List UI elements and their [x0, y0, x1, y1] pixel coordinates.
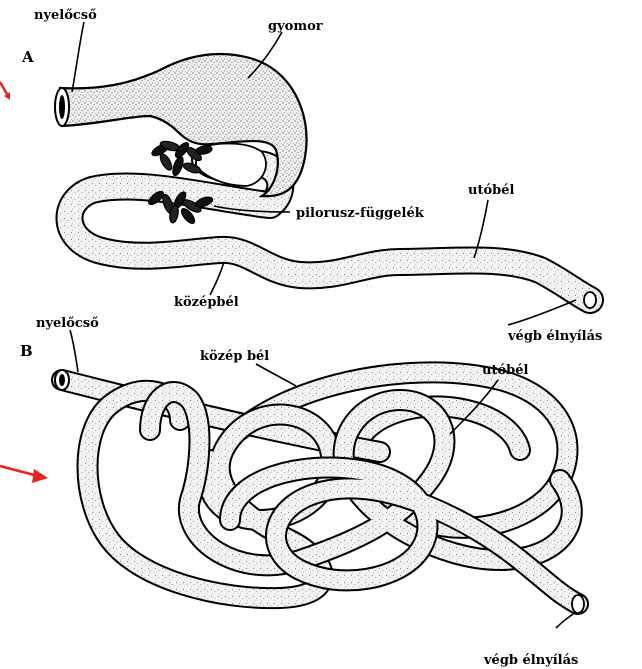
panel-a-label: A [21, 48, 34, 66]
panel-b: B nyelőcső közép bél utóbél végb élnyílá… [20, 316, 584, 668]
label-a-utobel: utóbél [468, 183, 514, 198]
label-b-kozepbel: közép bél [200, 349, 269, 364]
panel-b-anus-opening [572, 595, 584, 613]
panel-a-anus-opening [584, 292, 596, 308]
panel-b-label: B [20, 342, 33, 360]
panel-a: A nyelőcső gyomor pilorusz-függelék utób… [21, 8, 602, 344]
label-b-vegbelnyilas: végb élnyílás [483, 653, 578, 668]
red-arrow-icon-top [0, 82, 8, 96]
red-arrow-icon-bottom [0, 466, 38, 476]
panel-a-intestine [69, 160, 590, 300]
label-a-vegbelnyilas: végb élnyílás [507, 329, 602, 344]
label-a-pilorusz: pilorusz-függelék [296, 206, 425, 221]
label-b-nyelocso: nyelőcső [36, 316, 99, 331]
label-b-utobel: utóbél [482, 363, 528, 378]
label-a-kozepbel: középbél [174, 295, 239, 310]
label-a-gyomor: gyomor [268, 19, 323, 34]
label-a-nyelocso: nyelőcső [34, 8, 97, 23]
red-pointer-arrows [0, 82, 48, 483]
